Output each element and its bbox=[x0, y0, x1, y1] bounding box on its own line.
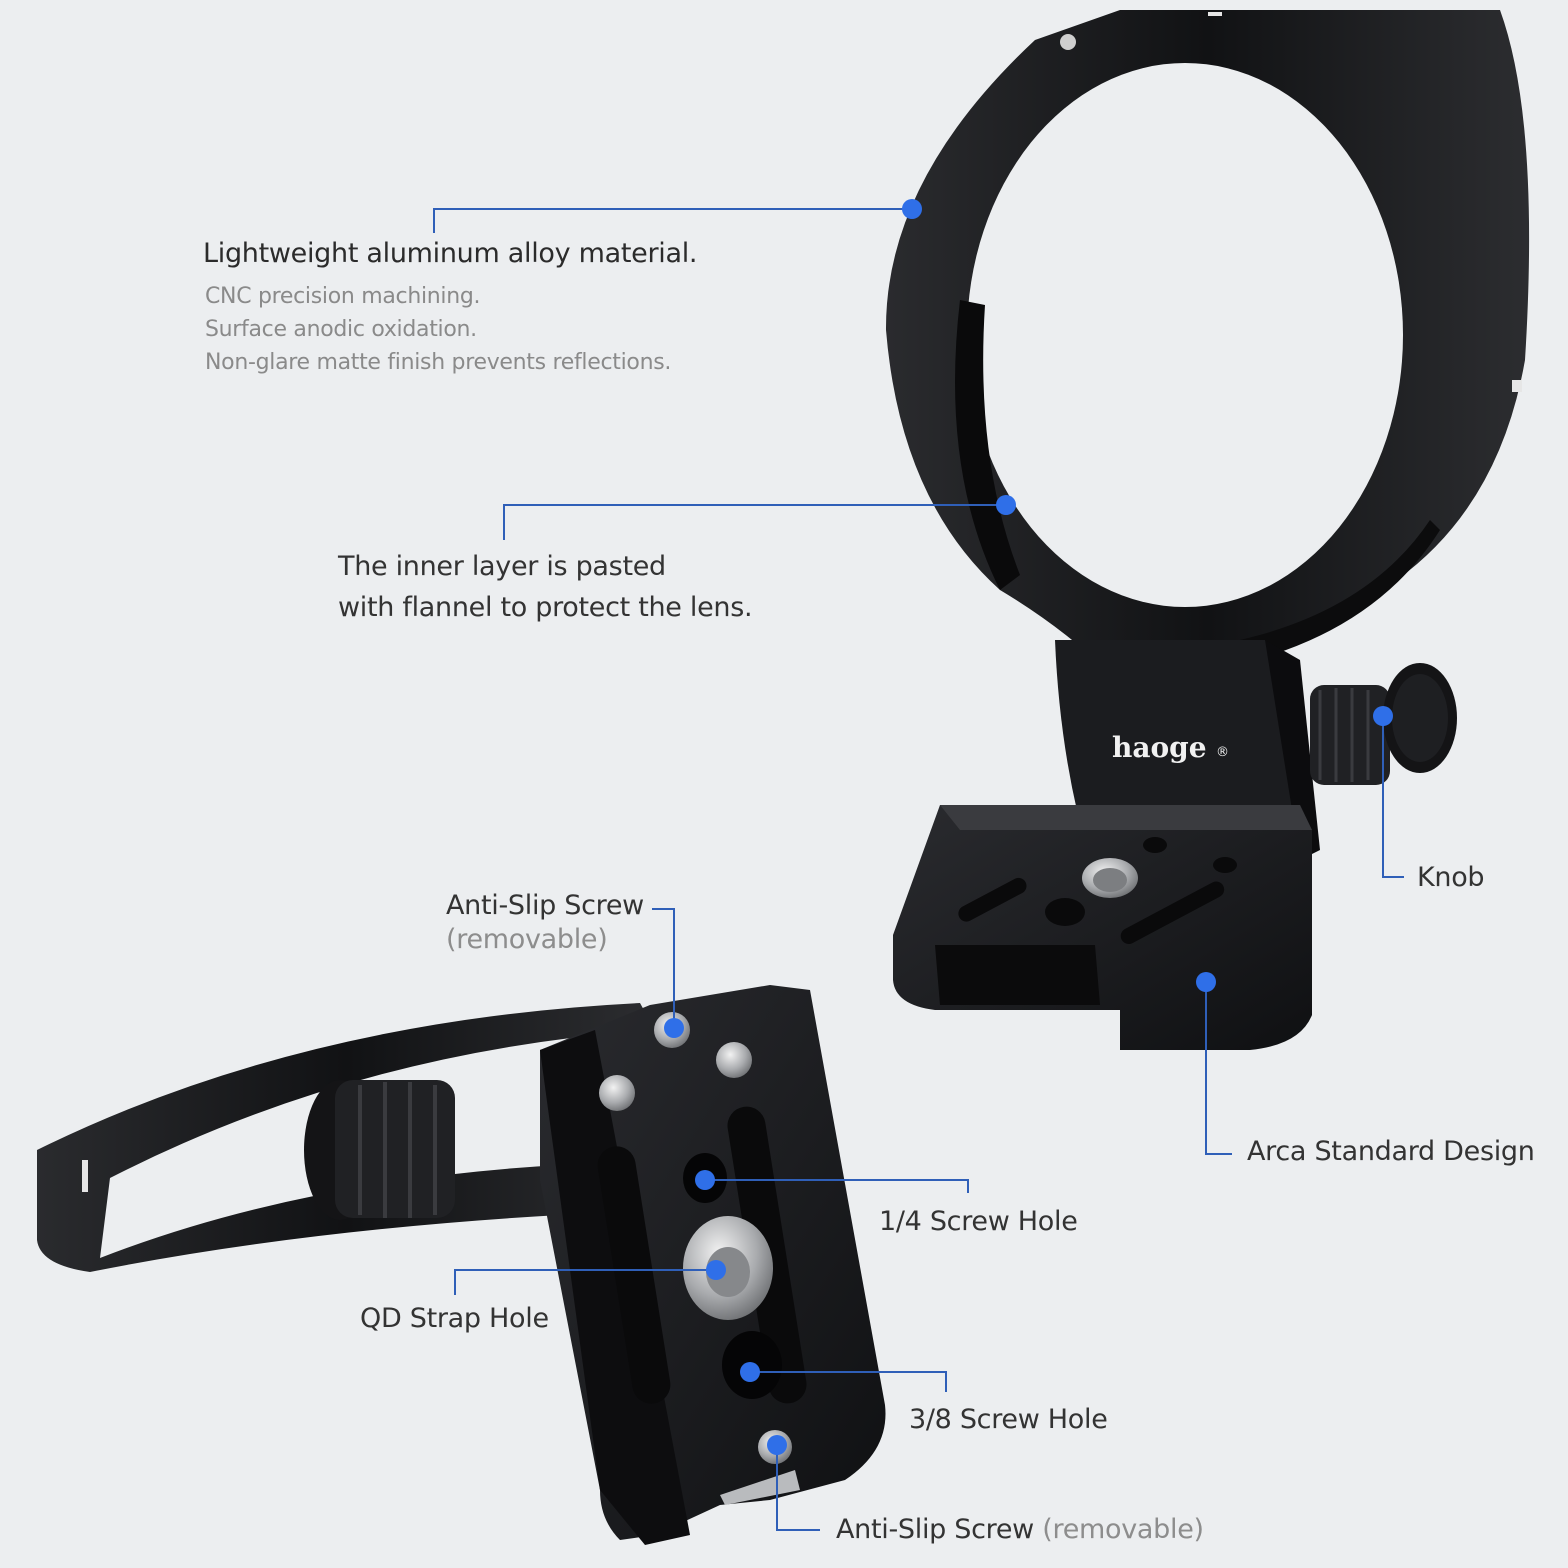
flannel-text: The inner layer is pasted with flannel t… bbox=[338, 546, 753, 628]
material-title: Lightweight aluminum alloy material. bbox=[203, 238, 698, 269]
knob-upright bbox=[1310, 663, 1457, 785]
material-detail-line: Non-glare matte finish prevents reflecti… bbox=[205, 350, 672, 375]
arca-label: Arca Standard Design bbox=[1247, 1136, 1535, 1167]
anti-slip-bottom-label: Anti-Slip Screw (removable) bbox=[836, 1514, 1204, 1545]
flannel-line: with flannel to protect the lens. bbox=[338, 592, 753, 623]
callout-dots bbox=[664, 199, 1393, 1455]
flannel-line: The inner layer is pasted bbox=[338, 551, 666, 582]
leader-lines bbox=[433, 208, 1404, 1531]
callout-dot-three-eighths bbox=[740, 1362, 760, 1382]
brand-logo: haoge bbox=[1112, 731, 1207, 764]
knob-horizontal bbox=[304, 1080, 455, 1220]
quarter-hole-label: 1/4 Screw Hole bbox=[879, 1206, 1078, 1237]
callout-dot-quarter-hole bbox=[695, 1170, 715, 1190]
callout-dot-anti-slip-bottom bbox=[767, 1435, 787, 1455]
callout-dot-flannel bbox=[996, 495, 1016, 515]
anti-slip-bottom-note: (removable) bbox=[1042, 1514, 1204, 1545]
callout-dot-anti-slip-top bbox=[664, 1018, 684, 1038]
anti-slip-bottom-title: Anti-Slip Screw bbox=[836, 1514, 1034, 1545]
callout-dot-qd-strap bbox=[706, 1260, 726, 1280]
callout-dot-material bbox=[902, 199, 922, 219]
tripod-ring-upright bbox=[885, 10, 1530, 1050]
material-detail-line: CNC precision machining. bbox=[205, 284, 481, 309]
tripod-ring-horizontal bbox=[37, 985, 886, 1545]
material-detail-line: Surface anodic oxidation. bbox=[205, 317, 477, 342]
material-details: CNC precision machining. Surface anodic … bbox=[205, 280, 671, 379]
anti-slip-top-note: (removable) bbox=[446, 924, 608, 955]
callout-dot-arca bbox=[1196, 972, 1216, 992]
callout-dot-knob bbox=[1373, 706, 1393, 726]
qd-strap-label: QD Strap Hole bbox=[360, 1303, 549, 1334]
registered-mark: ® bbox=[1216, 745, 1229, 760]
anti-slip-top-label: Anti-Slip Screw bbox=[446, 890, 644, 921]
three-eighths-hole-label: 3/8 Screw Hole bbox=[909, 1404, 1108, 1435]
knob-label: Knob bbox=[1417, 862, 1485, 893]
